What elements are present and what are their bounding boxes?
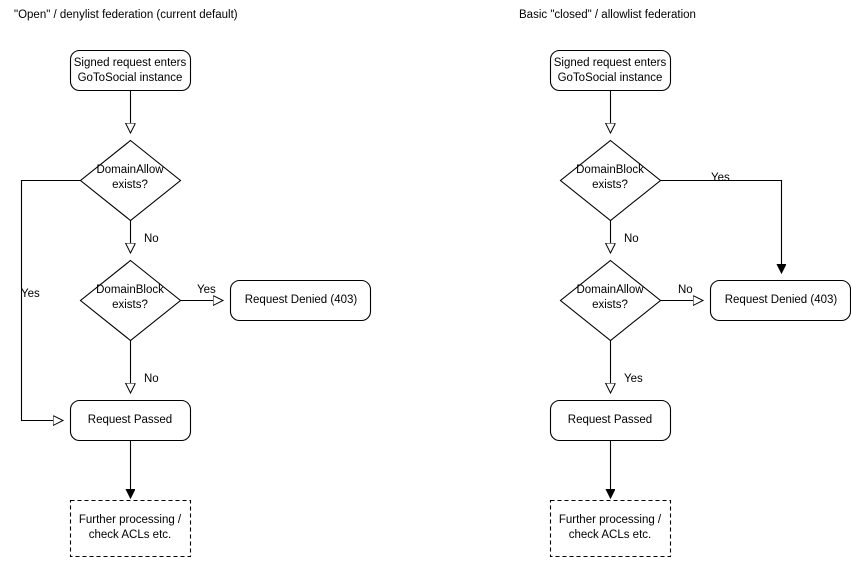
right-passed-box <box>549 399 672 442</box>
right-column-title: Basic "closed" / allowlist federation <box>519 9 696 21</box>
left-edge-label-block-no: No <box>144 373 159 385</box>
left-entry-box <box>69 49 192 92</box>
right-edge-block-yes <box>660 179 782 274</box>
right-edge-label-block-no: No <box>624 233 639 245</box>
right-edge-label-allow-no: No <box>678 284 693 296</box>
left-edge-label-allow-yes: Yes <box>21 288 40 300</box>
right-edge-label-block-yes: Yes <box>711 172 730 184</box>
right-further-box <box>549 499 672 558</box>
right-decision-block-diamond <box>559 139 662 222</box>
left-column-title: "Open" / denylist federation (current de… <box>14 9 238 21</box>
left-edge-label-block-yes: Yes <box>197 284 216 296</box>
left-edge-allow-yes <box>20 179 81 421</box>
right-edge-label-allow-yes: Yes <box>624 373 643 385</box>
left-passed-box <box>69 399 192 442</box>
right-denied-box <box>709 279 851 322</box>
left-decision-allow-diamond <box>79 139 182 222</box>
left-decision-block-diamond <box>79 259 182 342</box>
left-edge-label-allow-no: No <box>144 233 159 245</box>
left-further-box <box>69 499 192 558</box>
right-decision-allow-diamond <box>559 259 662 342</box>
right-entry-box <box>549 49 672 92</box>
left-denied-box <box>229 279 372 322</box>
